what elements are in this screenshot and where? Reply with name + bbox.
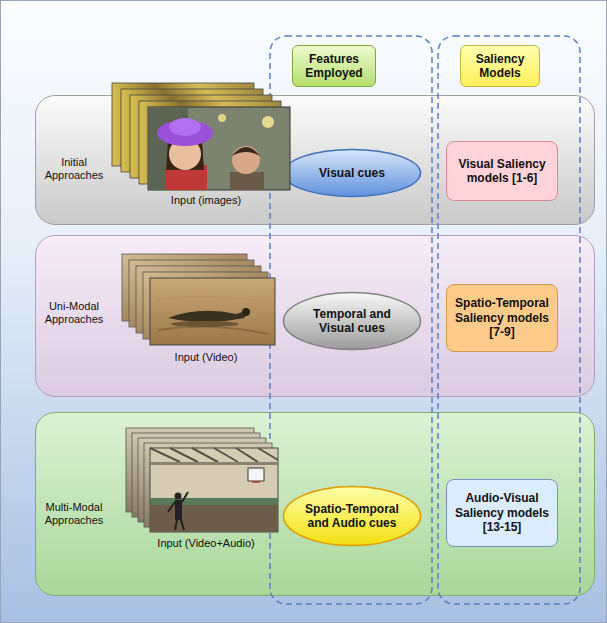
image-stack [262, 116, 274, 128]
image-stack [157, 120, 213, 146]
image-stack [139, 101, 281, 184]
text-slot: Input (images) [146, 194, 266, 207]
video-audio-stack [182, 492, 188, 502]
video-stack [129, 260, 254, 327]
image-stack [112, 83, 254, 166]
model-box: Audio-Visual Saliency models [13-15] [446, 479, 558, 547]
image-stack [148, 107, 188, 190]
feature-label: Temporal and Visual cues [300, 307, 404, 336]
row-label: Multi-Modal Approaches [39, 501, 109, 527]
approach-band: Initial ApproachesInput (images) Visual c… [35, 95, 595, 225]
video-audio-stack [144, 443, 272, 527]
video-stack [155, 296, 270, 302]
dashed-column [438, 36, 580, 604]
image-stack [232, 147, 260, 156]
video-audio-stack [150, 498, 278, 505]
video-audio-stack [126, 428, 254, 512]
video-stack [171, 321, 239, 327]
image-stack [121, 89, 263, 172]
video-audio-stack [252, 481, 260, 483]
model-label: Visual Saliency models [1-6] [452, 157, 552, 186]
ellipse-shape [284, 487, 421, 546]
video-audio-stack [175, 520, 177, 530]
image-stack [112, 83, 290, 190]
text-slot: Multi-Modal Approaches [39, 501, 109, 527]
row-label: Uni-Modal Approaches [39, 300, 109, 326]
column-header: Saliency Models [460, 45, 540, 87]
video-stack [122, 254, 275, 345]
video-stack [242, 308, 250, 316]
input-caption: Input (Video) [146, 351, 266, 364]
header-label: Features Employed [298, 52, 370, 81]
model-label: Audio-Visual Saliency models [13-15] [452, 491, 552, 534]
video-audio-stack [150, 448, 278, 532]
feature-ellipse: Spatio-Temporal and Audio cues [282, 485, 422, 547]
feature-ellipse: Visual cues [282, 148, 422, 198]
video-audio-stack [150, 505, 278, 532]
video-stack [136, 266, 261, 333]
feature-label: Visual cues [300, 166, 404, 180]
video-audio-stack [126, 428, 278, 532]
video-audio-stack [132, 433, 260, 517]
row-label: Initial Approaches [39, 156, 109, 182]
header-label: Saliency Models [466, 52, 534, 81]
ellipse-shape [284, 293, 421, 350]
video-stack [143, 272, 268, 339]
feature-label: Spatio-Temporal and Audio cues [300, 502, 404, 531]
image-stack [169, 118, 201, 136]
video-stack [122, 254, 247, 321]
model-label: Spatio-Temporal Saliency models [7-9] [452, 296, 552, 339]
ellipse-shape [284, 150, 421, 197]
image-stack [148, 107, 290, 190]
video-audio-stack [181, 520, 184, 530]
image-stack [230, 172, 264, 190]
video-audio-stack [138, 438, 266, 522]
image-stack [218, 114, 226, 122]
dashed-column [270, 36, 432, 604]
text-slot: Uni-Modal Approaches [39, 300, 109, 326]
video-audio-stack [175, 500, 182, 520]
text-slot: Input (Video+Audio) [146, 537, 266, 550]
image-stack [165, 165, 207, 190]
image-stack [232, 146, 260, 174]
text-slot: Initial Approaches [39, 156, 109, 182]
video-audio-stack [150, 462, 278, 465]
input-caption: Input (images) [146, 194, 266, 207]
image-stack [130, 95, 272, 178]
video-audio-stack [150, 448, 278, 462]
video-audio-stack [175, 493, 182, 500]
model-box: Visual Saliency models [1-6] [446, 141, 558, 201]
image-stack [169, 138, 201, 170]
video-stack [158, 327, 268, 334]
model-box: Spatio-Temporal Saliency models [7-9] [446, 284, 558, 352]
input-caption: Input (Video+Audio) [146, 537, 266, 550]
column-header: Features Employed [292, 45, 376, 87]
image-stack [166, 134, 204, 170]
feature-ellipse: Temporal and Visual cues [282, 291, 422, 351]
video-audio-stack [168, 502, 175, 512]
dashed-column [270, 36, 580, 604]
video-stack [150, 278, 275, 345]
video-stack [168, 310, 250, 322]
approach-band: Uni-Modal ApproachesInput (Video) Tempora… [35, 235, 595, 397]
text-slot: Input (Video) [146, 351, 266, 364]
video-audio-stack [248, 468, 264, 481]
approach-band: Multi-Modal ApproachesInput (Video+Audio… [35, 412, 595, 596]
